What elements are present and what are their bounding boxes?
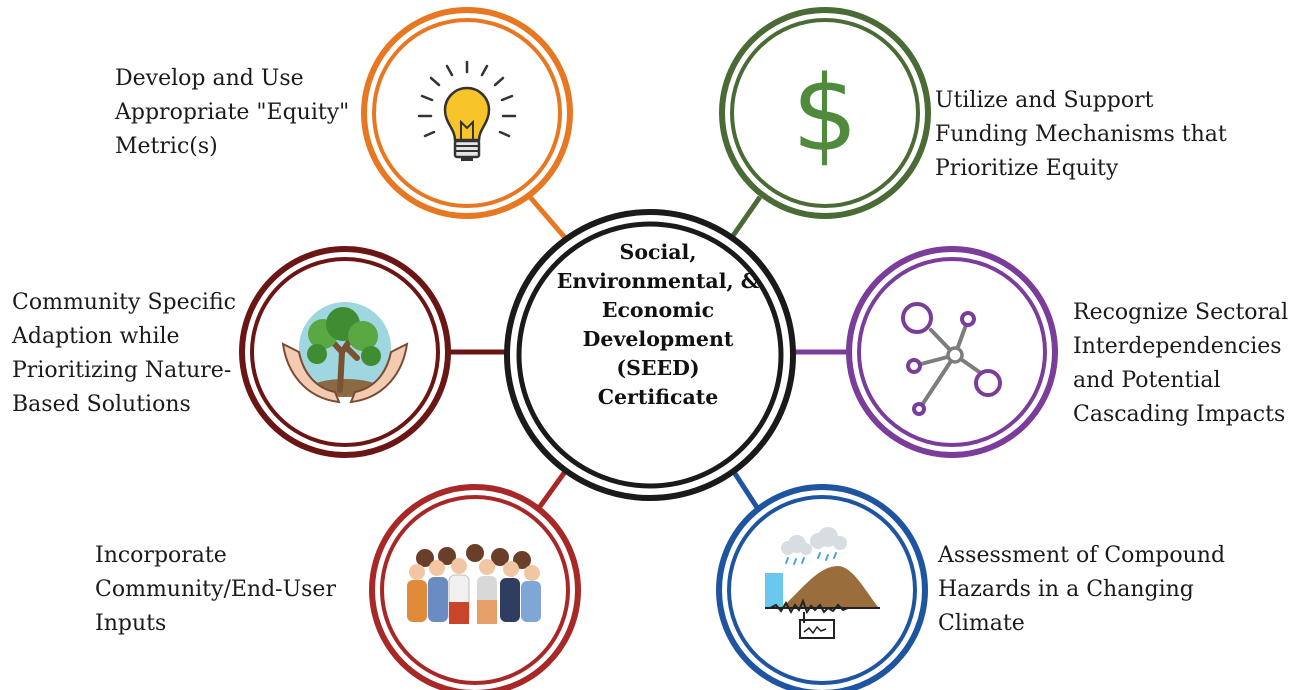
label-compound-hazards: Assessment of Compound Hazards in a Chan… — [938, 539, 1225, 641]
label-line: Recognize Sectoral — [1073, 300, 1289, 325]
connector-equity-metric — [528, 195, 569, 242]
center-label-line: Development — [582, 327, 734, 351]
node-funding: $ — [719, 7, 931, 219]
center-node — [504, 209, 796, 501]
label-interdependencies: Recognize Sectoral Interdependencies and… — [1073, 296, 1288, 432]
label-line: Appropriate "Equity" — [115, 100, 350, 125]
label-line: Incorporate — [95, 543, 227, 568]
connector-funding — [727, 195, 763, 242]
center-label-line: Certificate — [597, 385, 719, 409]
hands-tree-icon — [281, 302, 409, 404]
center-label-line: Economic — [601, 298, 715, 322]
center-label-line: Social, — [619, 240, 697, 264]
center-label-line: Environmental, & — [556, 269, 760, 293]
label-line: Adaption while — [12, 324, 180, 349]
label-line: Assessment of Compound — [938, 543, 1226, 568]
label-funding: Utilize and Support Funding Mechanisms t… — [935, 84, 1227, 186]
node-interdependencies — [846, 246, 1058, 458]
lightbulb-icon — [417, 60, 517, 161]
hazard-landscape-icon — [765, 527, 880, 639]
label-equity-metric: Develop and Use Appropriate "Equity" Met… — [115, 62, 349, 164]
label-line: and Potential — [1073, 368, 1221, 393]
label-nature-based: Community Specific Adaption while Priori… — [12, 286, 236, 422]
label-line: Climate — [938, 611, 1025, 636]
label-line: Community/End-User — [95, 577, 336, 602]
center-label-line: (SEED) — [616, 356, 700, 380]
label-line: Cascading Impacts — [1073, 402, 1286, 427]
dollar-sign-icon: $ — [792, 53, 858, 175]
label-line: Prioritize Equity — [935, 156, 1119, 181]
label-line: Hazards in a Changing — [938, 577, 1194, 602]
node-equity-metric — [361, 7, 573, 219]
label-line: Interdependencies — [1073, 334, 1282, 359]
network-icon — [901, 302, 1002, 416]
node-compound-hazards — [716, 484, 928, 690]
center-label: Social, Environmental, & Economic Develo… — [553, 238, 763, 412]
label-line: Utilize and Support — [935, 88, 1154, 113]
label-line: Funding Mechanisms that — [935, 122, 1227, 147]
label-line: Inputs — [95, 611, 167, 636]
label-line: Develop and Use — [115, 66, 304, 91]
node-community-inputs — [369, 484, 581, 690]
label-line: Community Specific — [12, 290, 236, 315]
label-line: Prioritizing Nature- — [12, 358, 232, 383]
label-line: Based Solutions — [12, 392, 191, 417]
connector-community-inputs — [533, 467, 570, 514]
node-nature-based — [239, 246, 451, 458]
label-line: Metric(s) — [115, 134, 218, 159]
connector-compound-hazards — [729, 467, 763, 514]
people-group-icon — [407, 544, 541, 624]
label-community-inputs: Incorporate Community/End-User Inputs — [95, 539, 336, 641]
